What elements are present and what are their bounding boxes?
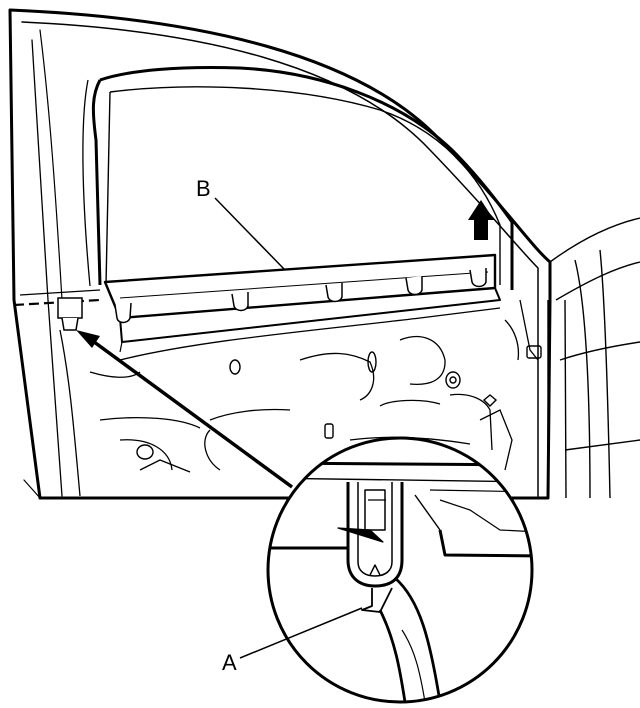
door-shell	[8, 8, 552, 500]
run-channel-dashed	[13, 298, 101, 307]
callout-b-label: B	[196, 176, 211, 201]
window-frame	[82, 66, 514, 290]
detail-circle	[266, 436, 534, 704]
run-channel-line	[19, 289, 101, 296]
inner-panel-details	[59, 299, 539, 497]
up-arrow-icon	[468, 200, 494, 240]
panel-holes	[136, 345, 542, 460]
detail-pointer-arrow	[76, 330, 294, 489]
glass-clips	[114, 268, 487, 324]
callout-a-label: A	[222, 650, 237, 675]
callout-b-leader	[214, 197, 286, 271]
left-clip	[57, 297, 83, 331]
door-right-contours	[547, 217, 640, 499]
window-glass	[103, 253, 501, 353]
callout-a-leader	[239, 607, 363, 659]
